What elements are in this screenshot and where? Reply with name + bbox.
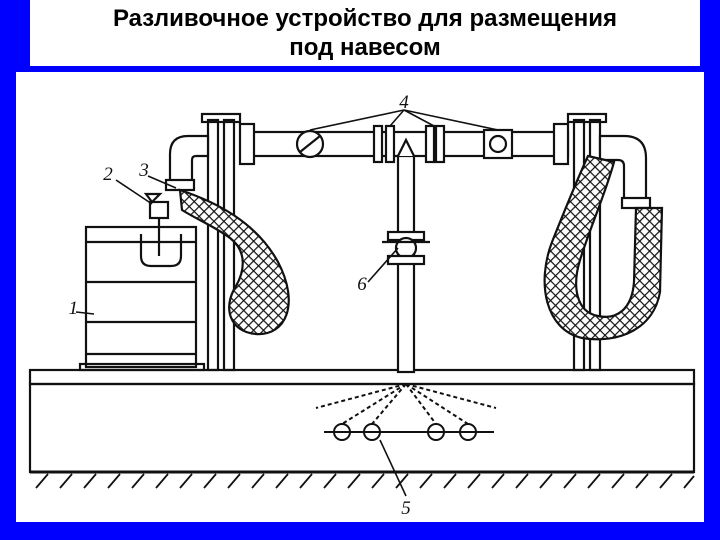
left-hose [178,188,290,336]
dispensing-device-diagram: 1 2 3 4 5 6 [28,92,696,519]
right-elbow [598,134,652,210]
barrel-valve [143,192,170,256]
ground-hatching [35,473,695,489]
left-post [200,112,242,372]
label-5-nozzles: 5 [401,498,411,519]
vertical-standpipe [382,137,430,374]
slide-title-line-1: Разливочное устройство для размещения [112,5,618,32]
spray-nozzles [315,383,497,441]
label-6-vertical-valve: 6 [357,274,367,295]
left-elbow [164,134,210,192]
label-2-valve: 2 [103,164,113,185]
title-box: Разливочное устройство для размещения по… [30,0,700,66]
platform [28,368,696,474]
label-3-spout: 3 [138,160,149,181]
label-4-fittings: 4 [399,92,409,113]
leader-lines [75,109,499,497]
barrel [78,225,206,372]
diagram-panel: 1 2 3 4 5 6 [16,72,704,522]
label-1-barrel: 1 [69,298,79,319]
right-hose [543,154,664,341]
slide-title-line-2: под навесом [289,34,441,61]
